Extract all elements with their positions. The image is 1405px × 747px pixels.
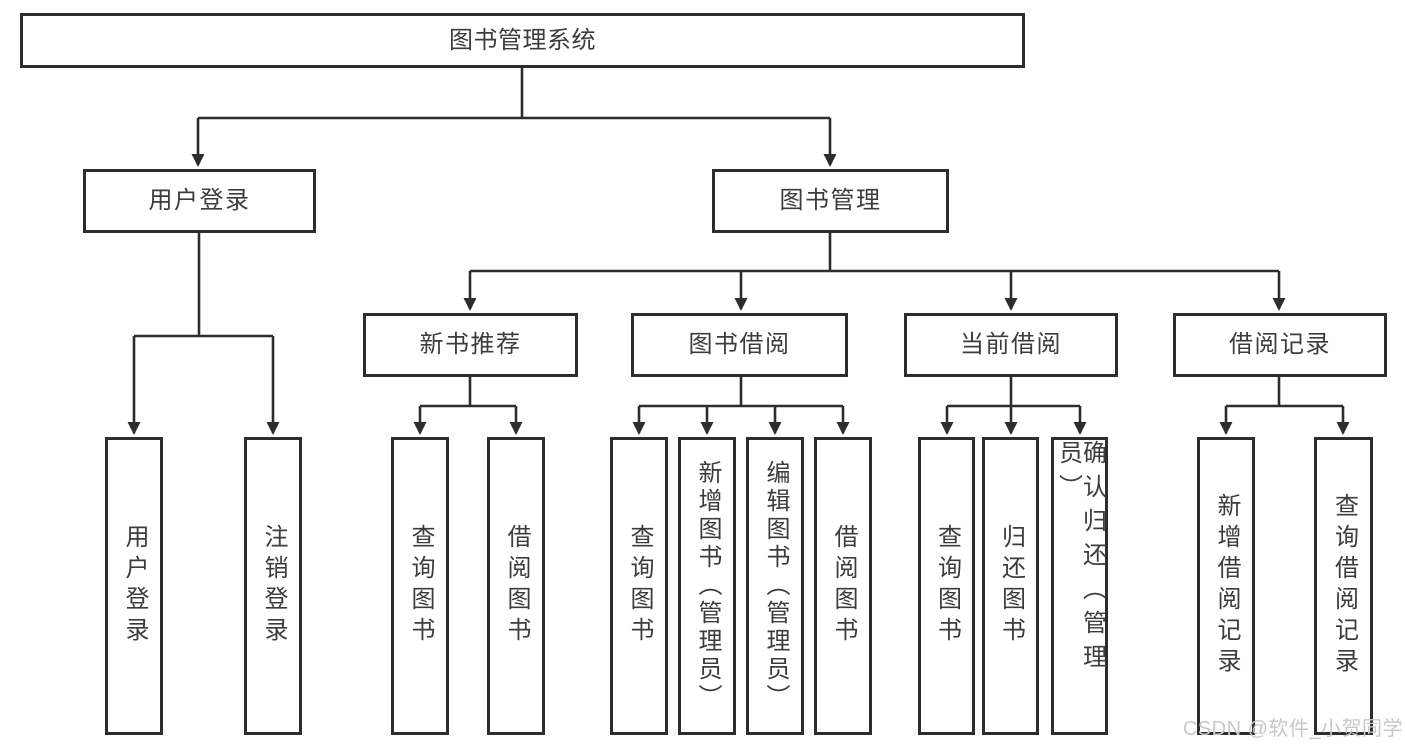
connector-user-login-stem (134, 233, 273, 338)
branch-book-management: 图书管理 (712, 169, 949, 233)
group-new-book-recommend: 新书推荐 (363, 313, 578, 377)
connector-borrow-records-stem (1226, 377, 1343, 408)
group-book-borrow: 图书借阅 (631, 313, 848, 377)
csdn-watermark: CSDN @软件_小贺同学 (1182, 718, 1403, 740)
connector-book-mgmt-stem (470, 233, 1279, 273)
leaf-confirm-return-admin: 确认归还（管理员） (1051, 437, 1108, 735)
leaf-add-books-admin: 新增图书（管理员） (678, 437, 736, 735)
leaf-query-books-borrow: 查询图书 (610, 437, 668, 735)
leaf-borrow-books: 借阅图书 (814, 437, 872, 735)
leaf-edit-books-admin: 编辑图书（管理员） (746, 437, 804, 735)
leaf-return-books: 归还图书 (982, 437, 1039, 735)
connector-book-borrow-stem (639, 377, 843, 408)
leaf-query-books-recommend: 查询图书 (391, 437, 449, 735)
group-borrow-records: 借阅记录 (1173, 313, 1387, 377)
leaf-logout: 注销登录 (244, 437, 302, 735)
leaf-query-borrow-record: 查询借阅记录 (1314, 437, 1373, 735)
root-box-library-system: 图书管理系统 (20, 13, 1025, 68)
leaf-borrow-books-recommend: 借阅图书 (487, 437, 545, 735)
branch-user-login: 用户登录 (83, 169, 316, 233)
leaf-user-login: 用户登录 (105, 437, 163, 735)
connector-root-stem (198, 68, 830, 120)
leaf-query-books-current: 查询图书 (918, 437, 975, 735)
connector-current-borrow-stem (947, 377, 1080, 408)
leaf-add-borrow-record: 新增借阅记录 (1197, 437, 1255, 735)
group-current-borrow: 当前借阅 (904, 313, 1118, 377)
connector-new-book-stem (420, 377, 516, 408)
